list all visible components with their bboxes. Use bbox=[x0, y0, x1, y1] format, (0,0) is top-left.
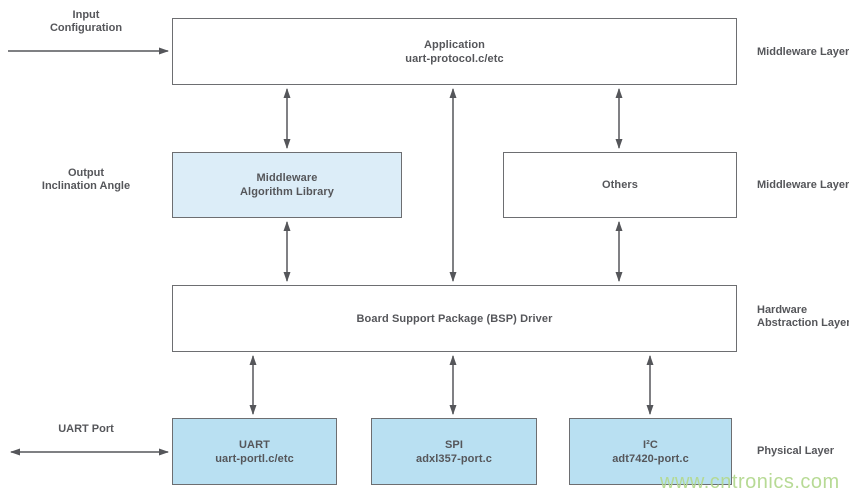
spi-box-title: SPI bbox=[444, 438, 464, 451]
hardware-abstraction-layer-label: Hardware Abstraction Layer bbox=[757, 304, 849, 329]
middleware-library-box-subtitle: Algorithm Library bbox=[240, 186, 334, 198]
application-box-subtitle: uart-protocol.c/etc bbox=[405, 52, 504, 65]
middleware-layer-top-label: Middleware Layer bbox=[757, 46, 849, 58]
spi-box: SPI adxl357-port.c bbox=[371, 418, 537, 485]
spi-box-subtitle: adxl357-port.c bbox=[416, 452, 492, 465]
watermark: www.cntronics.com bbox=[660, 471, 840, 493]
others-box: Others bbox=[503, 152, 737, 218]
i2c-box-subtitle: adt7420-port.c bbox=[612, 452, 689, 465]
middleware-layer-mid-label: Middleware Layer bbox=[757, 179, 849, 191]
output-inclination-angle-label: Output Inclination Angle bbox=[41, 167, 131, 192]
application-box: Application uart-protocol.c/etc bbox=[172, 18, 737, 85]
physical-layer-label: Physical Layer bbox=[757, 445, 835, 457]
middleware-library-box-title: Middleware bbox=[256, 172, 318, 184]
uart-box-subtitle: uart-portl.c/etc bbox=[215, 452, 294, 465]
others-box-title: Others bbox=[601, 179, 639, 191]
bsp-driver-box: Board Support Package (BSP) Driver bbox=[172, 285, 737, 352]
i2c-box-title: I²C bbox=[643, 438, 658, 451]
uart-port-label: UART Port bbox=[58, 423, 114, 435]
middleware-algorithm-library-box: Middleware Algorithm Library bbox=[172, 152, 402, 218]
i2c-box: I²C adt7420-port.c bbox=[569, 418, 732, 485]
uart-box: UART uart-portl.c/etc bbox=[172, 418, 337, 485]
uart-box-title: UART bbox=[239, 438, 270, 451]
bsp-box-title: Board Support Package (BSP) Driver bbox=[356, 312, 553, 325]
application-box-title: Application bbox=[424, 38, 485, 51]
input-configuration-label: Input Configuration bbox=[49, 9, 123, 34]
